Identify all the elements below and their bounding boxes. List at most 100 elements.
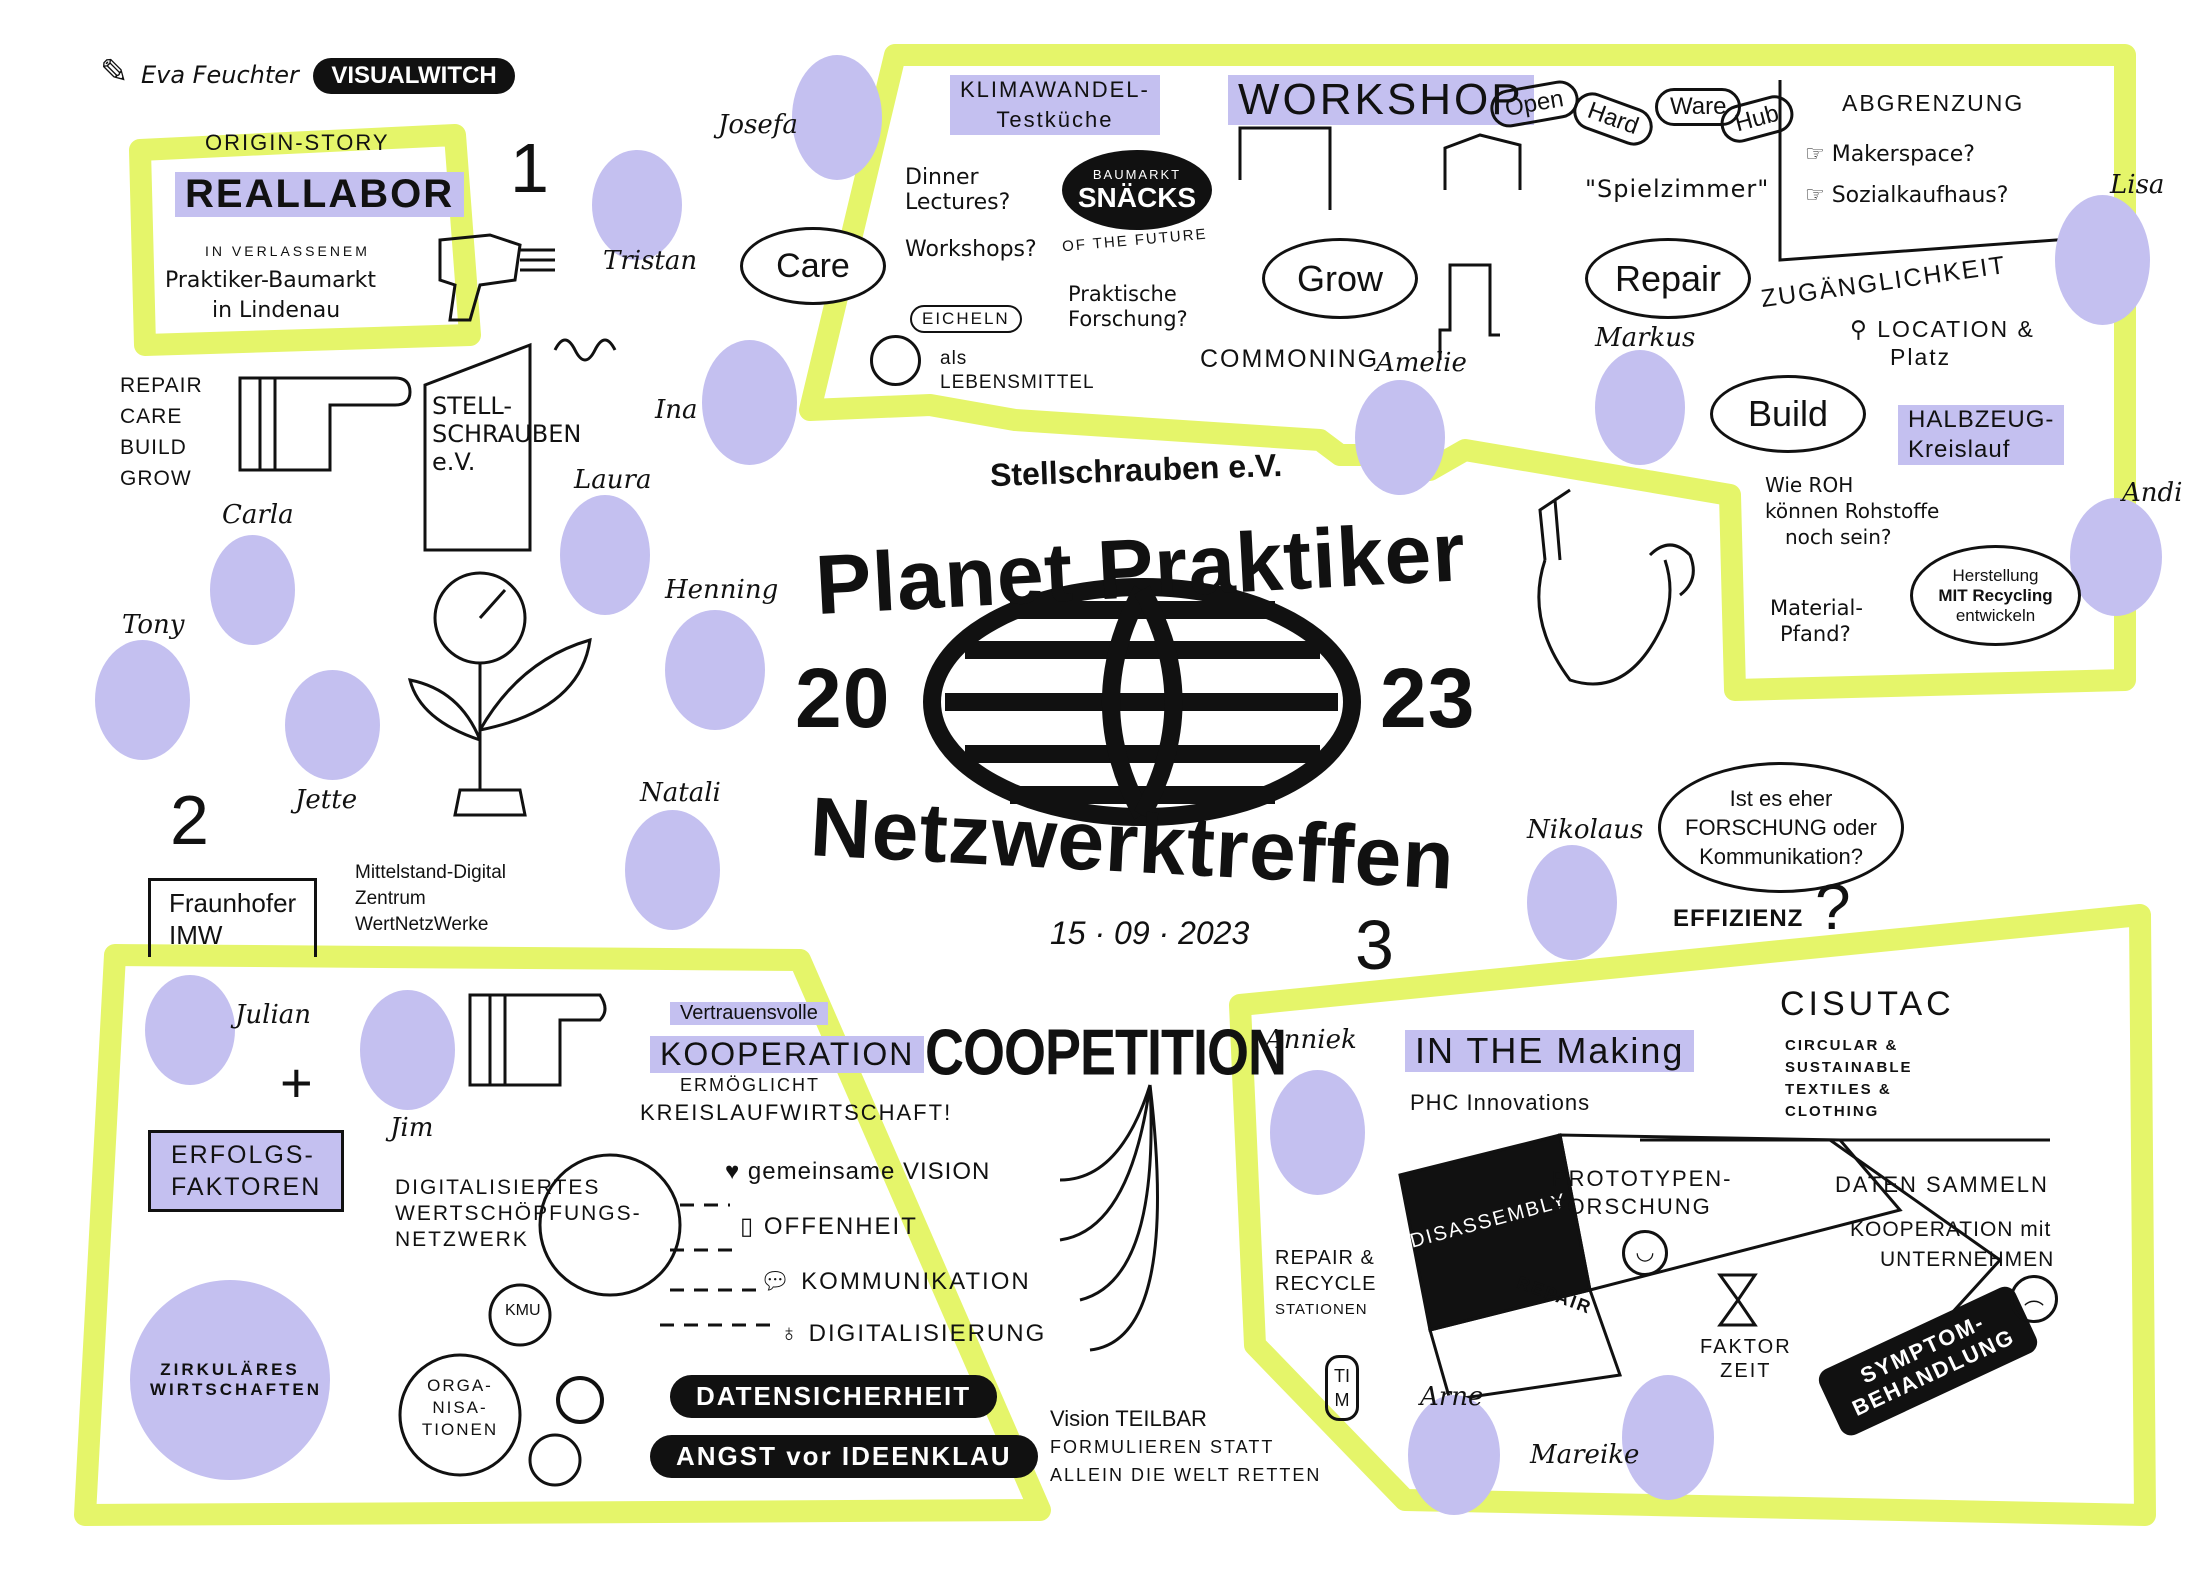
vision-line: Vision TEILBAR [1050,1406,1207,1431]
drill-icon [438,233,617,362]
herstellung-line: entwickeln [1955,605,2036,625]
disassembly-box-icon [1398,1133,2050,1402]
door-label: STELL- SCHRAUBEN e.V. [432,392,581,476]
name-josefa: Josefa [718,110,798,140]
cisutac-line: SUSTAINABLE [1785,1059,1913,1076]
digi-line: DIGITALISIERTES [395,1176,601,1199]
zirkulaer-text: ZIRKULÄRES WIRTSCHAFTEN [150,1360,322,1399]
material-line: Material- [1770,596,1863,620]
avatar-andi [2070,498,2162,616]
list-item: BUILD [120,436,187,459]
kooperation-unternehmen: KOOPERATION mit UNTERNEHMEN [1850,1215,2054,1275]
door-open-icon: ▯ [740,1213,764,1240]
snacks-line: BAUMARKT [1092,166,1182,182]
origin-sub1: IN VERLASSENEM [205,243,370,259]
orgs-circle [398,1353,522,1477]
vertrauensvolle: Vertrauensvolle [670,1002,828,1025]
globe-icon [923,578,1361,826]
item-text: OFFENHEIT [763,1213,918,1240]
repair-stations: REPAIR & RECYCLE STATIONEN [1275,1245,1376,1323]
house-left-wall [1238,126,1332,210]
sad-face-icon: ︵ [2010,1275,2058,1323]
koop-line: UNTERNEHMEN [1880,1248,2055,1271]
pointer-icon: ☞ [1805,142,1832,167]
credit-author: Eva Feuchter [140,61,299,89]
faktor-line: ZEIT [1720,1360,1772,1382]
avatar-lisa [2055,195,2150,325]
name-tony: Tony [122,610,185,640]
zirkulaer-badge: ZIRKULÄRES WIRTSCHAFTEN [130,1280,330,1480]
list-item: REPAIR [120,374,203,397]
faktor-line: FAKTOR [1700,1336,1792,1358]
cisutac-line: CLOTHING [1785,1103,1880,1120]
repair-stations-line: RECYCLE [1275,1273,1377,1295]
roh-line: Wie ROH [1765,473,1854,497]
research-line: Ist es eher [1729,786,1833,811]
klima-line: KLIMAWANDEL- [960,77,1150,102]
sad-face [528,1433,582,1487]
daten-sammeln: DATEN SAMMELN [1835,1172,2049,1197]
mittelstand-line: WertNetzWerke [355,914,489,935]
name-henning: Henning [665,575,779,605]
name-laura: Laura [574,465,652,495]
question-mark: ? [1815,871,1851,943]
tim-bubble: TIM [1325,1355,1359,1421]
origin-frame [129,124,481,356]
hourglass-icon [1717,1273,1758,1327]
bubble-grow: Grow [1262,238,1418,319]
snacks-badge: BAUMARKT SNÄCKS [1062,150,1212,230]
pointing-hand-icon [238,376,412,472]
section-number-2: 2 [170,781,209,859]
pencil-icon: ✎ [100,53,129,91]
acorn-icon [870,335,921,386]
snacks-line: SNÄCKS [1077,181,1197,213]
avatar-ina [702,340,797,465]
welding-arm-icon [1537,488,1695,686]
digi-netzwerk: DIGITALISIERTES WERTSCHÖPFUNGS- NETZWERK [395,1175,642,1253]
item-vision: ♥ gemeinsame VISION [725,1158,990,1186]
avatar-henning [665,610,765,730]
year-left: 20 [795,651,891,745]
event-date: 15 · 09 · 2023 [1050,915,1250,951]
roh-question: Wie ROH können Rohstoffe noch sein? [1765,472,1939,550]
halbzeug: HALBZEUG- Kreislauf [1898,405,2065,465]
effizienz: EFFIZIENZ [1673,905,1804,932]
origin-title: REALLABOR [175,172,465,217]
cisutac-sub: CIRCULAR & SUSTAINABLE TEXTILES & CLOTHI… [1785,1035,1913,1123]
item-text: gemeinsame VISION [747,1158,991,1185]
avatar-natali [625,810,720,930]
kmu-label: KMU [505,1302,541,1319]
phc-innovations: PHC Innovations [1410,1090,1591,1115]
kreislaufwirtschaft: KREISLAUFWIRTSCHAFT! [640,1100,953,1125]
herstellung-line: Herstellung [1952,565,2039,585]
prototypen-line: PROTOTYPEN- [1552,1166,1733,1191]
avatar-carla [210,535,295,645]
name-amelie: Amelie [1376,348,1467,378]
lebensmittel-line: als [940,348,968,369]
network-circle [538,1153,682,1297]
chat-icon: 💬︎ [760,1268,802,1295]
door-line: STELL- [432,392,513,420]
klima-line: Testküche [996,107,1114,132]
workshops-question: Workshops? [905,237,1037,262]
location-line: Platz [1890,344,1952,370]
bubble-build: Build [1710,375,1866,453]
name-markus: Markus [1595,323,1696,353]
vision-teilbar: Vision TEILBAR FORMULIEREN STATT ALLEIN … [1050,1405,1321,1489]
vision-line: FORMULIEREN STATT [1050,1437,1275,1457]
mittelstand-line: Zentrum [355,888,426,909]
cisutac: CISUTAC [1780,985,1955,1023]
mittelstand-line: Mittelstand-Digital [355,862,506,883]
research-line: FORSCHUNG oder [1685,815,1877,840]
bubble-repair: Repair [1585,238,1751,319]
pin-icon: ⚲ [1850,316,1878,342]
repair-stations-line: STATIONEN [1275,1301,1368,1318]
avatar-jette [285,670,380,780]
avatar-mareike [1622,1375,1714,1500]
name-julian: Julian [235,1000,312,1030]
sozialkaufhaus-text: Sozialkaufhaus? [1831,183,2009,208]
klima-label: KLIMAWANDEL- Testküche [950,75,1160,135]
origin-sub3: in Lindenau [212,298,341,323]
name-mareike: Mareike [1530,1440,1640,1470]
